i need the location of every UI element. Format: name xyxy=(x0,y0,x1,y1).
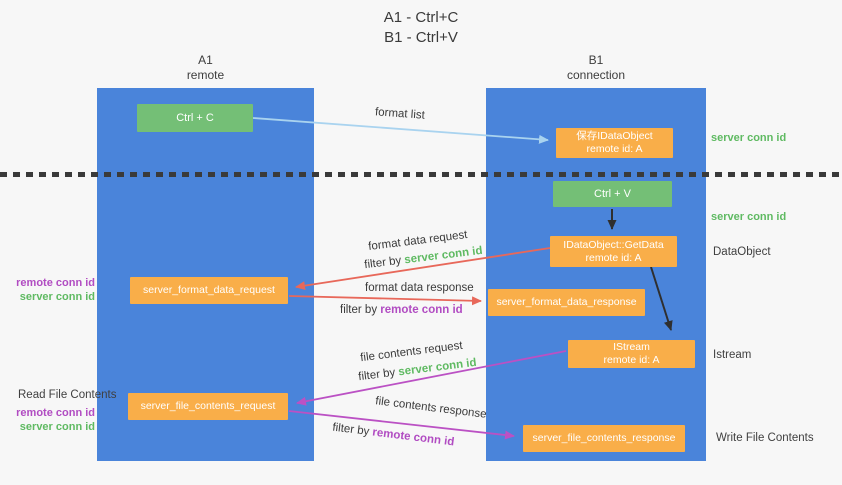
ctrl-v-box: Ctrl + V xyxy=(553,181,672,207)
server-format-data-response-label: server_format_data_response xyxy=(496,296,637,308)
filter-by-prefix-3: filter by xyxy=(357,366,400,384)
server-format-data-request-label: server_format_data_request xyxy=(143,284,275,296)
filter-by-prefix-2: filter by xyxy=(340,304,381,316)
lane-header-b1: B1 connection xyxy=(486,53,706,83)
conn-id-annotations-lower-left: remote conn id server conn id xyxy=(0,406,95,434)
format-data-response-label: format data response xyxy=(365,282,474,294)
save-idataobject-line2: remote id: A xyxy=(586,143,643,155)
idataobject-getdata-box: IDataObject::GetData remote id: A xyxy=(550,236,677,267)
server-file-contents-response-box: server_file_contents_response xyxy=(523,425,685,452)
lane-header-a1: A1 remote xyxy=(97,53,314,83)
server-format-data-response-box: server_format_data_response xyxy=(488,289,645,316)
ctrl-c-box: Ctrl + C xyxy=(137,104,253,132)
save-idataobject-line1: 保存IDataObject xyxy=(576,130,653,142)
filter-by-value-1: server conn id xyxy=(403,244,484,267)
ctrl-c-label: Ctrl + C xyxy=(176,111,214,124)
conn-id-annotations-upper-left: remote conn id server conn id xyxy=(0,276,95,304)
filter-by-prefix-4: filter by xyxy=(331,421,374,439)
dataobject-annotation: DataObject xyxy=(713,246,771,258)
istream-line1: IStream xyxy=(613,341,650,353)
idataobject-getdata-line1: IDataObject::GetData xyxy=(563,238,664,251)
lane-a1-title: A1 xyxy=(198,53,213,67)
lane-a1-subtitle: remote xyxy=(186,68,225,82)
remote-conn-id-annotation-1: remote conn id xyxy=(16,277,95,289)
file-contents-response-label: file contents response xyxy=(374,395,488,421)
title-line-b1: B1 - Ctrl+V xyxy=(384,29,458,46)
filter-by-value-3: server conn id xyxy=(397,356,478,379)
server-file-contents-request-box: server_file_contents_request xyxy=(128,393,288,420)
title-line-a1: A1 - Ctrl+C xyxy=(383,9,459,26)
format-list-label: format list xyxy=(374,106,426,122)
istream-annotation: Istream xyxy=(713,349,752,361)
istream-line2: remote id: A xyxy=(603,354,660,366)
istream-box: IStream remote id: A xyxy=(568,340,695,368)
save-idataobject-box: 保存IDataObject remote id: A xyxy=(556,128,673,158)
server-conn-id-annotation-top-right: server conn id xyxy=(711,132,787,144)
filter-by-remote-conn-id-label-2: filter by remote conn id xyxy=(332,422,455,449)
server-conn-id-annotation-1: server conn id xyxy=(19,291,95,303)
filter-by-value-2: remote conn id xyxy=(380,304,463,316)
server-file-contents-response-label: server_file_contents_response xyxy=(532,432,676,444)
filter-by-value-4: remote conn id xyxy=(371,426,455,449)
ctrl-v-label: Ctrl + V xyxy=(594,187,631,200)
diagram-title: A1 - Ctrl+C B1 - Ctrl+V xyxy=(0,8,842,48)
filter-by-remote-conn-id-label-1: filter by remote conn id xyxy=(340,304,463,316)
server-file-contents-request-label: server_file_contents_request xyxy=(140,400,276,412)
server-conn-id-annotation-right: server conn id xyxy=(711,211,787,223)
session-separator-dotted-line xyxy=(0,172,842,177)
write-file-contents-annotation: Write File Contents xyxy=(716,432,814,444)
server-format-data-request-box: server_format_data_request xyxy=(130,277,288,304)
lane-b1-subtitle: connection xyxy=(566,68,626,82)
format-data-response-arrow xyxy=(288,295,482,306)
remote-conn-id-annotation-2: remote conn id xyxy=(16,407,95,419)
read-file-contents-annotation: Read File Contents xyxy=(18,389,117,401)
idataobject-getdata-line2: remote id: A xyxy=(585,251,642,264)
filter-by-prefix-1: filter by xyxy=(363,254,406,272)
lane-b1-title: B1 xyxy=(588,53,604,67)
server-conn-id-annotation-2: server conn id xyxy=(19,421,95,433)
